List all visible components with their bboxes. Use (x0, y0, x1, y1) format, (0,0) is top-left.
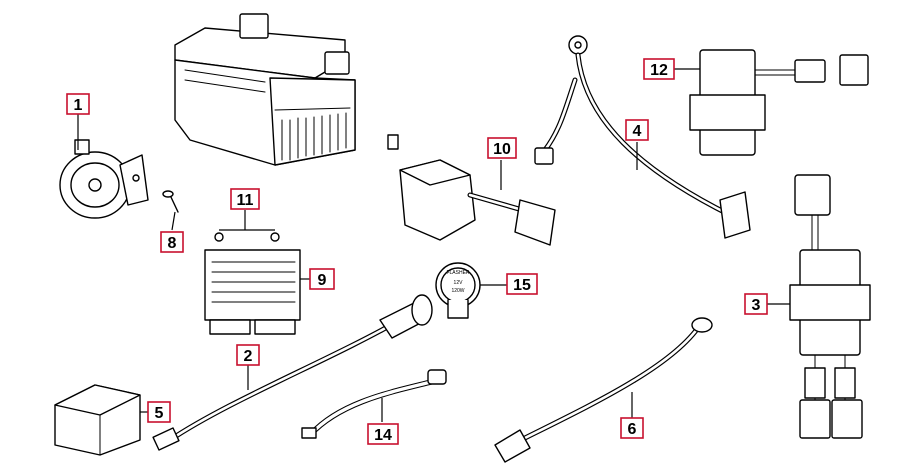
callout-11-label: 11 (237, 192, 254, 209)
callout-4-label: 4 (633, 123, 642, 140)
relay-part (689, 49, 869, 156)
flasher-ring-text: FLASHER (446, 270, 469, 276)
callout-3: 3 (744, 293, 768, 315)
callout-4: 4 (625, 119, 649, 141)
flasher-part: 12V 120W FLASHER (435, 262, 481, 319)
callout-3-label: 3 (752, 297, 761, 314)
ecu-box-part (54, 384, 141, 456)
callout-2: 2 (236, 344, 260, 366)
flasher-voltage-label: 12V (454, 280, 464, 286)
ground-cable-part (534, 35, 751, 239)
callout-10: 10 (487, 137, 517, 159)
battery-cable-part (494, 317, 713, 463)
callout-10-label: 10 (493, 141, 511, 158)
bolt-part (162, 190, 179, 213)
callout-15: 15 (506, 273, 538, 295)
leader-lines (77, 68, 790, 422)
callout-1: 1 (66, 93, 90, 115)
battery-part (174, 13, 356, 166)
callout-5-label: 5 (155, 405, 164, 422)
horn-part (59, 139, 149, 219)
callout-6: 6 (620, 417, 644, 439)
callout-6-label: 6 (628, 421, 637, 438)
callout-11: 11 (230, 188, 260, 210)
callout-2-label: 2 (244, 348, 253, 365)
callout-15-label: 15 (513, 277, 531, 294)
sensor-wire-part (301, 369, 447, 439)
callout-12-label: 12 (650, 62, 668, 79)
callout-1-label: 1 (74, 97, 83, 114)
starter-relay-part (387, 134, 556, 246)
callout-14-label: 14 (374, 427, 392, 444)
harness-cable-part (152, 294, 433, 451)
callout-8: 8 (160, 231, 184, 253)
ignition-module-part (789, 174, 871, 439)
voltage-regulator-part (204, 232, 301, 335)
callout-12: 12 (643, 58, 675, 80)
flasher-wattage-label: 120W (451, 288, 464, 294)
callout-5: 5 (147, 401, 171, 423)
callout-14: 14 (367, 423, 399, 445)
callout-9: 9 (309, 268, 335, 290)
callout-9-label: 9 (318, 272, 327, 289)
callout-8-label: 8 (168, 235, 177, 252)
